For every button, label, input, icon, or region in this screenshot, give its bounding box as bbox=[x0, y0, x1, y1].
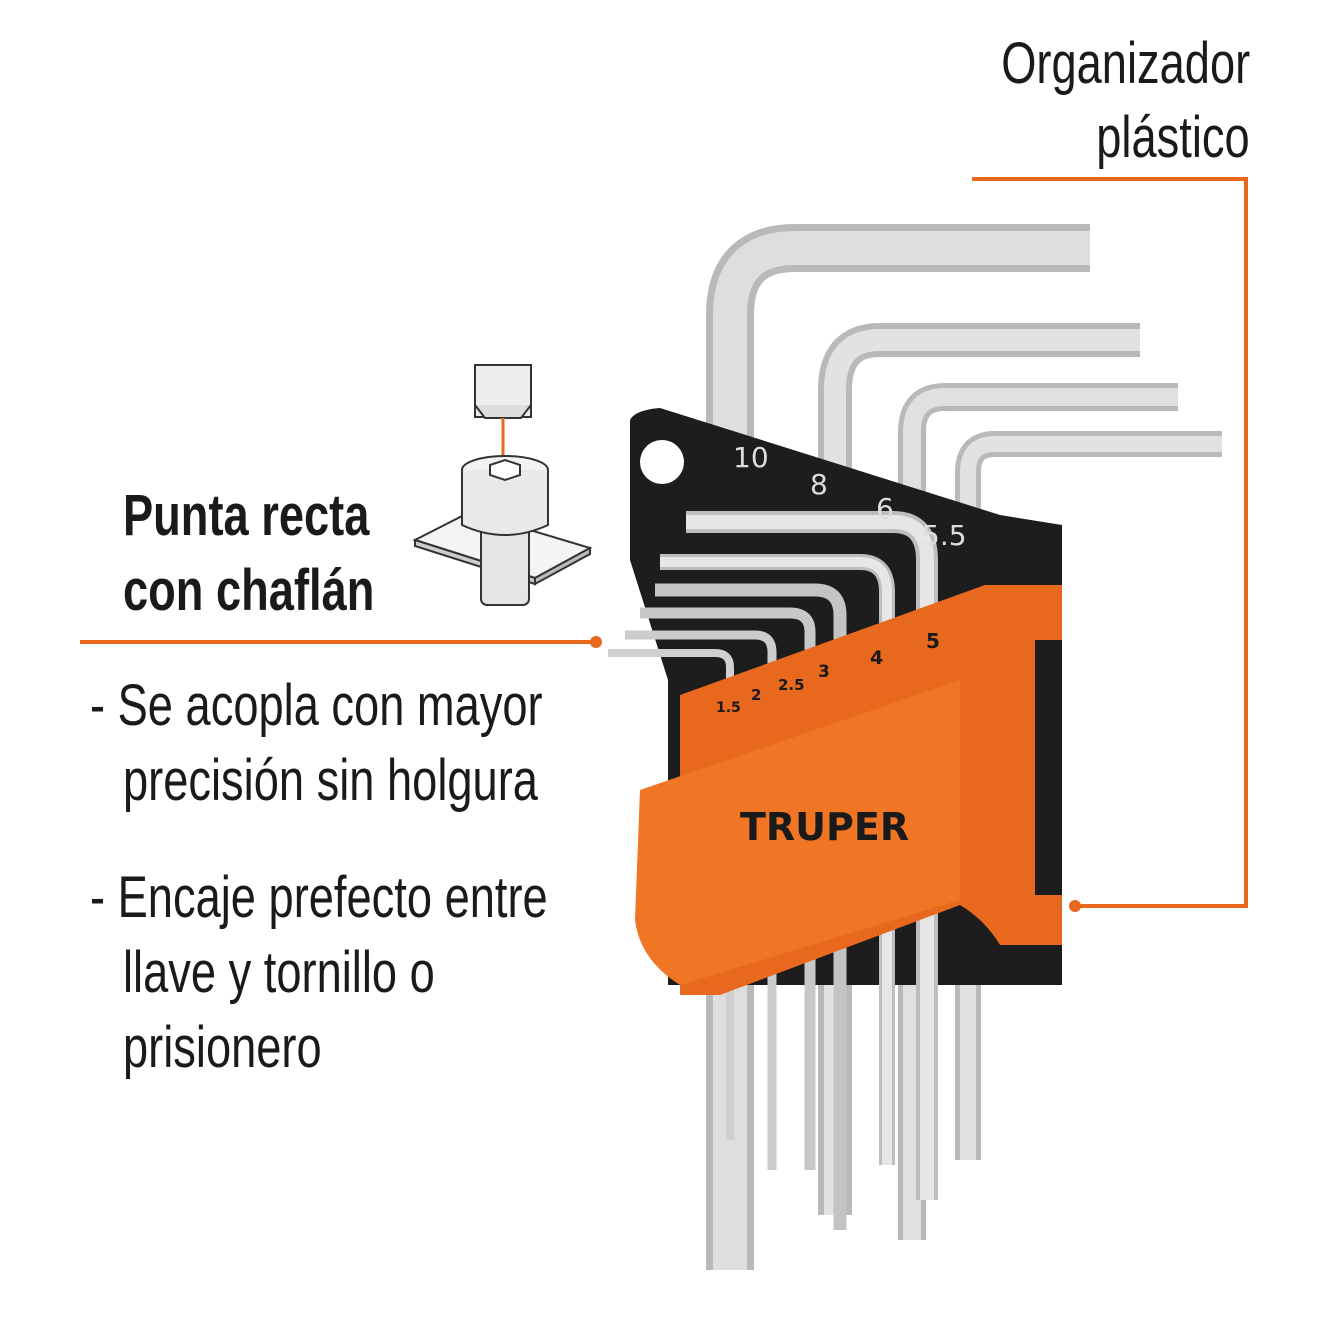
size-label: 8 bbox=[810, 468, 828, 501]
size-label: 10 bbox=[733, 441, 769, 474]
size-label: 5.5 bbox=[922, 519, 967, 552]
size-label: 5 bbox=[926, 629, 940, 653]
size-label: 4 bbox=[870, 647, 883, 669]
callout-dot bbox=[1069, 900, 1081, 912]
size-label: 6 bbox=[876, 492, 894, 525]
bullet2-line1: - Encaje prefecto entre bbox=[90, 865, 548, 930]
key-1-5 bbox=[608, 649, 734, 1140]
organizer-title-line2: plástico bbox=[1096, 105, 1250, 170]
bullet2-line2: llave y tornillo o bbox=[123, 940, 435, 1005]
bullet1-line1: - Se acopla con mayor bbox=[90, 673, 543, 738]
size-label: 3 bbox=[818, 662, 830, 682]
screw-tip-icon bbox=[412, 364, 593, 606]
tip-title-line2: con chaflán bbox=[123, 558, 375, 623]
hanging-hole bbox=[640, 440, 684, 484]
brand-logo: TRUPER bbox=[740, 805, 909, 849]
side-clip bbox=[1035, 640, 1062, 895]
key-3 bbox=[655, 583, 847, 1230]
back-keys bbox=[706, 224, 1222, 1270]
front-keys bbox=[608, 511, 938, 1230]
callout-organizer bbox=[972, 177, 1248, 908]
size-label: 1.5 bbox=[716, 700, 741, 716]
callout-dot bbox=[590, 636, 602, 648]
bullet1-line2: precisión sin holgura bbox=[123, 748, 538, 813]
key-2 bbox=[625, 630, 777, 1170]
size-label: 2 bbox=[751, 686, 761, 704]
tip-title-line1: Punta recta bbox=[123, 483, 370, 548]
bullet2-line3: prisionero bbox=[123, 1015, 322, 1080]
orange-flap bbox=[635, 680, 960, 985]
organizer-title-line1: Organizador bbox=[1001, 31, 1250, 96]
size-label: 2.5 bbox=[778, 676, 805, 694]
key-2-5 bbox=[640, 607, 816, 1170]
